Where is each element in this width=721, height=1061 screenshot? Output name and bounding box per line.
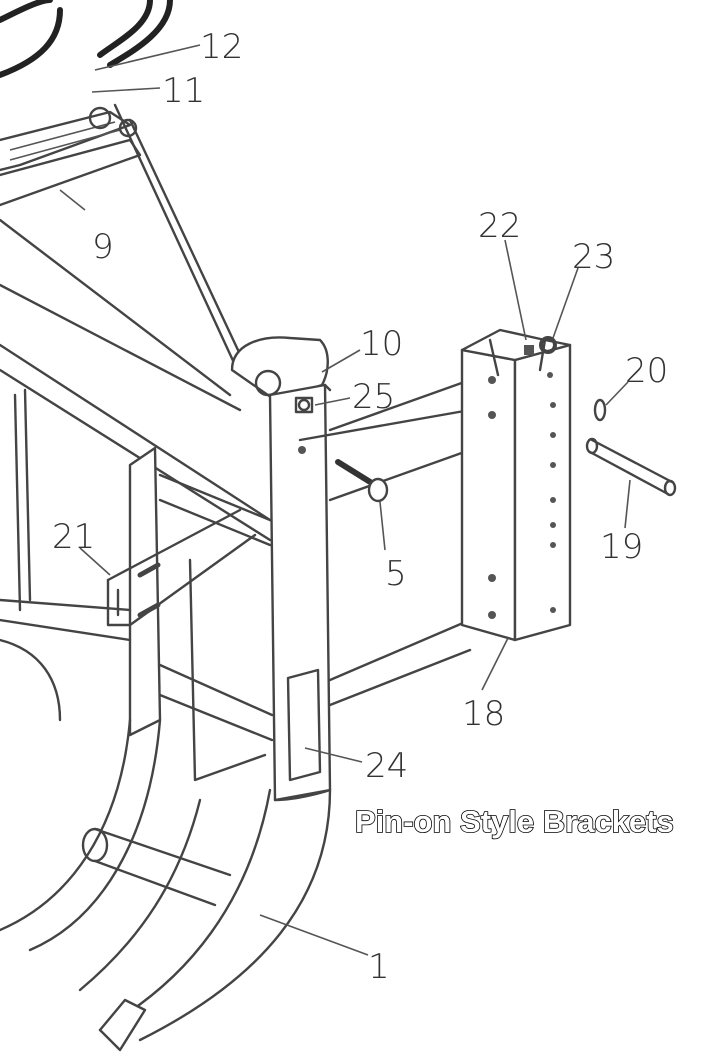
part-label-9: 9	[92, 227, 114, 267]
part-number-labels: 12 11 9 22 23 10 25 20 21 19 5 18 24 1	[52, 27, 668, 987]
part-label-20: 20	[625, 351, 668, 391]
leader-lines	[59, 44, 631, 956]
part-label-10: 10	[360, 324, 403, 364]
hydraulic-hoses	[0, 0, 173, 78]
main-frame	[0, 103, 472, 802]
part-label-11: 11	[162, 71, 205, 111]
part-label-22: 22	[478, 206, 521, 246]
pin-on-bracket	[460, 328, 572, 642]
part-label-24: 24	[365, 746, 408, 786]
part-label-12: 12	[200, 27, 243, 67]
bale-tine	[0, 638, 332, 1052]
hitch-pin	[585, 398, 677, 497]
bolt	[298, 408, 472, 503]
part-label-23: 23	[572, 237, 615, 277]
caption-title: Pin-on Style Brackets	[355, 804, 674, 839]
part-label-1: 1	[368, 947, 390, 987]
part-label-5: 5	[385, 554, 407, 594]
part-label-19: 19	[600, 527, 643, 567]
part-label-25: 25	[352, 377, 395, 417]
u-bolt	[106, 508, 257, 627]
hydraulic-cylinder	[0, 106, 142, 207]
part-label-18: 18	[462, 694, 505, 734]
pin-hardware	[294, 396, 314, 414]
part-label-21: 21	[52, 517, 95, 557]
